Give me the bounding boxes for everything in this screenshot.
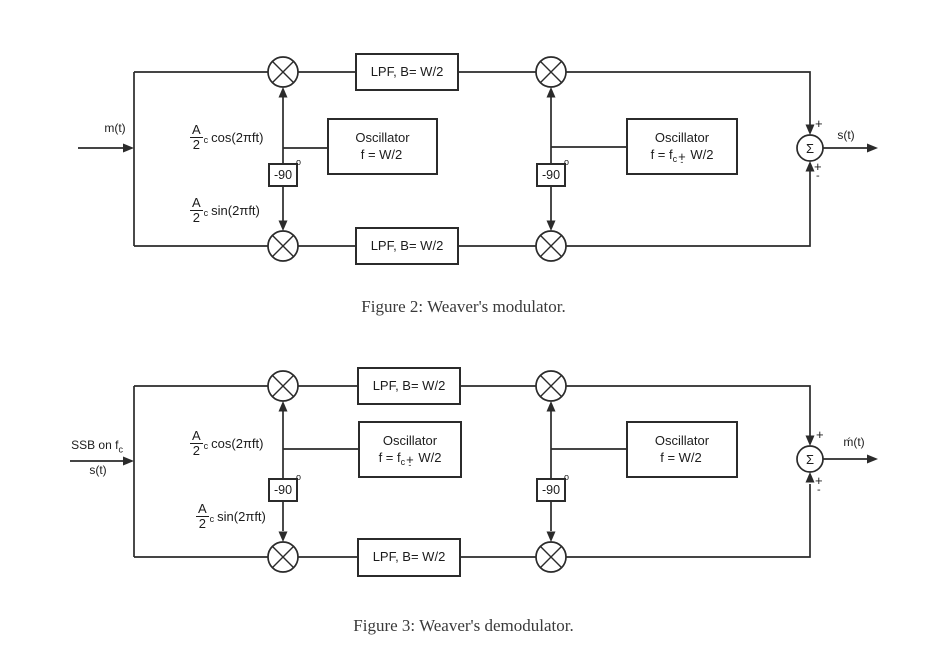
fig3-wires — [70, 370, 878, 573]
fig3-phase-shift-left-value: -90 — [273, 482, 293, 497]
fig3-phase-shift-right-value: -90 — [541, 482, 561, 497]
fig3-phase-shift-left-degree: o — [295, 472, 301, 482]
fig3-input-label-bottom: s(t) — [89, 463, 107, 477]
fig2-feed-right-down-arrowhead — [546, 220, 556, 231]
fig2-summer-top-arrowhead — [805, 124, 815, 135]
fig3-output-label: ḿ(t) — [843, 435, 865, 449]
fig2-phase-shift-left-value: -90 — [273, 167, 293, 182]
fig2-lpf-bottom-box: LPF, B= W/2 — [355, 227, 459, 265]
fig2-phase-shift-right-box: -90 o — [536, 158, 569, 187]
fig2-multiplier-x-marks — [271, 60, 563, 258]
fig3-oscillator1-title: Oscillator — [382, 432, 438, 448]
fig3-lpf-top-label: LPF, B= W/2 — [372, 377, 446, 393]
fig2-summer-top-sign: + — [815, 116, 823, 131]
fig2-phase-shift-left-box: -90 o — [268, 158, 301, 187]
fig2-oscillator2-title: Oscillator — [654, 129, 710, 145]
fig2-phase-shift-right-value: -90 — [541, 167, 561, 182]
fig2-signal-lines — [78, 71, 869, 247]
fig3-summer-top-sign: + — [816, 427, 824, 442]
fig3-summer-bottom-sign: + - — [815, 473, 823, 496]
fig2-output-label: s(t) — [837, 128, 855, 142]
fig3-feed-right-up-arrowhead — [546, 401, 556, 412]
fig2-lpf-top-box: LPF, B= W/2 — [355, 53, 459, 91]
fig3-lpf-top-box: LPF, B= W/2 — [357, 367, 461, 405]
fig3-phase-shift-right-degree: o — [563, 472, 569, 482]
fig3-oscillator2-title: Oscillator — [654, 432, 710, 448]
fig3-summer-bottom-arrowhead — [805, 472, 815, 483]
fig2-lpf-top-label: LPF, B= W/2 — [370, 63, 444, 79]
fig3-summer-top-arrowhead — [805, 435, 815, 446]
fig3-output-arrowhead — [867, 454, 878, 464]
fig3-lpf-bottom-box: LPF, B= W/2 — [357, 538, 461, 577]
fig3-feed-right-down-arrowhead — [546, 531, 556, 542]
fig3-phase-shift-left-box: -90 o — [268, 473, 301, 502]
fig3-summer-symbol: Σ — [805, 451, 815, 467]
fig2-summer-bottom-sign: + - — [814, 159, 822, 182]
fig2-caption: Figure 2: Weaver's modulator. — [361, 297, 566, 316]
fig3-caption: Figure 3: Weaver's demodulator. — [353, 616, 574, 635]
fig2-input-arrowhead — [123, 143, 134, 153]
fig3-multiplier-x-marks — [271, 374, 563, 569]
fig2-input-label: m(t) — [104, 121, 126, 135]
fig2-lpf-bottom-label: LPF, B= W/2 — [370, 237, 444, 253]
fig3-oscillator2-box: Oscillator f = W/2 — [626, 421, 738, 478]
fig3-signal-lines — [70, 385, 869, 558]
fig3-oscillator2-frequency: f = W/2 — [660, 449, 702, 465]
fig2-summer-symbol: Σ — [805, 140, 815, 156]
fig2-phase-shift-left-degree: o — [295, 157, 301, 167]
fig3-input-arrowhead — [123, 456, 134, 466]
fig2-feed-right-up-arrowhead — [546, 87, 556, 98]
fig2-oscillator1-title: Oscillator — [355, 129, 410, 145]
fig3-arrowheads — [123, 401, 878, 542]
fig2-feed-left-down-arrowhead — [278, 220, 288, 231]
fig2-output-arrowhead — [867, 143, 878, 153]
fig3-lpf-bottom-label: LPF, B= W/2 — [372, 549, 446, 565]
fig2-wires — [78, 56, 878, 262]
fig2-feed-left-up-arrowhead — [278, 87, 288, 98]
fig3-feed-left-up-arrowhead — [278, 401, 288, 412]
fig2-summer-bottom-arrowhead — [805, 161, 815, 172]
fig3-phase-shift-right-box: -90 o — [536, 473, 569, 502]
fig2-phase-shift-right-degree: o — [563, 157, 569, 167]
fig2-arrowheads — [123, 87, 878, 231]
fig3-input-label-top: SSB on fc — [71, 438, 123, 455]
fig3-feed-left-down-arrowhead — [278, 531, 288, 542]
fig2-oscillator1-frequency: f = W/2 — [360, 146, 403, 162]
fig2-oscillator1-box: Oscillator f = W/2 — [327, 118, 438, 175]
